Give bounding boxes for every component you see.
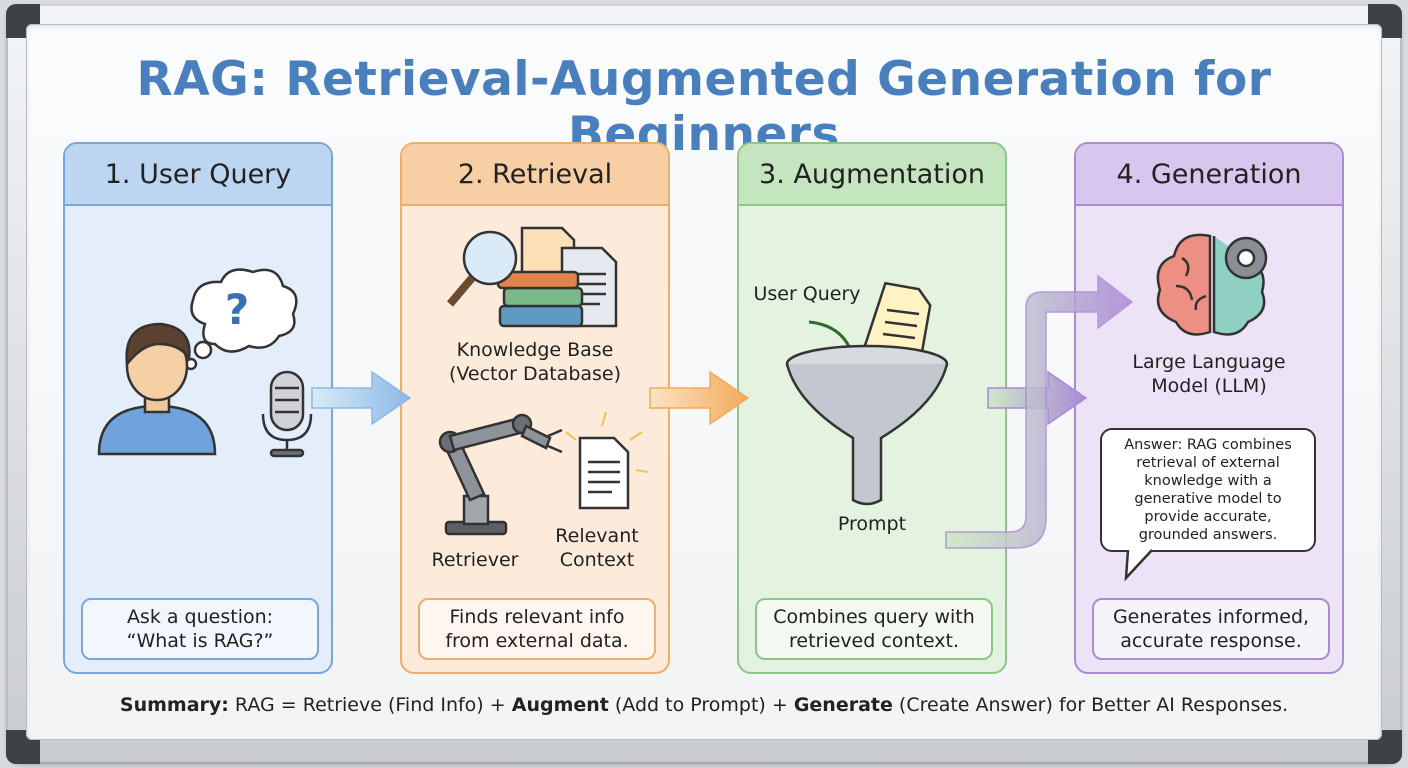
- summary-text: (Add to Prompt) +: [608, 694, 794, 716]
- user-query-label: User Query: [753, 283, 861, 305]
- answer-line: retrieval of external: [1136, 455, 1280, 471]
- answer-line: Answer: RAG combines: [1124, 437, 1292, 453]
- summary-line: Summary: RAG = Retrieve (Find Info) + Au…: [40, 694, 1368, 716]
- description-line: retrieved context.: [789, 630, 959, 652]
- label-line: Knowledge Base: [456, 339, 614, 361]
- label-line: Relevant: [555, 525, 639, 547]
- panel-description: Combines query with retrieved context.: [755, 598, 993, 660]
- panel-description: Ask a question: “What is RAG?”: [81, 598, 319, 660]
- arrow-right-icon: [311, 370, 412, 426]
- summary-generate: Generate: [793, 694, 893, 716]
- description-line: “What is RAG?”: [126, 630, 274, 652]
- thought-cloud-icon: [184, 268, 298, 371]
- answer-line: provide accurate,: [1144, 509, 1272, 525]
- retriever-label: Retriever: [431, 549, 519, 571]
- label-line: Context: [559, 549, 635, 571]
- answer-line: generative model to: [1134, 491, 1282, 507]
- speech-tail-icon: [1124, 549, 1153, 582]
- summary-text: RAG = Retrieve (Find Info) +: [228, 694, 512, 716]
- brain-gear-icon: [1156, 233, 1268, 336]
- panel-generation: 4. Generation Large Language Model (LLM)…: [1074, 142, 1344, 674]
- answer-line: knowledge with a: [1144, 473, 1272, 489]
- arrow-up-right-icon: [945, 274, 1134, 549]
- label-line: (Vector Database): [448, 363, 622, 385]
- summary-text: (Create Answer) for Better AI Responses.: [892, 694, 1289, 716]
- document-icon: [861, 281, 932, 362]
- panel-retrieval: 2. Retrieval Knowledge Base (Vector Data…: [400, 142, 670, 674]
- label-line: Large Language: [1132, 351, 1286, 373]
- label-line: Model (LLM): [1151, 375, 1267, 397]
- arrow-right-icon: [649, 370, 750, 426]
- robotic-arm-icon: [438, 411, 649, 536]
- panel-description: Generates informed, accurate response.: [1092, 598, 1330, 660]
- description-line: Ask a question:: [126, 606, 274, 628]
- knowledge-base-icon: [446, 226, 618, 328]
- panel-user-query: 1. User Query ?: [63, 142, 333, 674]
- panel-heading: 2. Retrieval: [402, 144, 668, 206]
- summary-label: Summary:: [119, 694, 229, 716]
- panel-heading: 3. Augmentation: [739, 144, 1005, 206]
- description-line: Combines query with: [773, 606, 975, 628]
- person-icon: [97, 322, 217, 456]
- knowledge-base-label: Knowledge Base (Vector Database): [402, 338, 668, 386]
- svg-text:?: ?: [225, 285, 249, 334]
- description-line: Finds relevant info: [449, 606, 625, 628]
- panel-heading: 4. Generation: [1076, 144, 1342, 206]
- relevant-context-label: Relevant Context: [542, 524, 652, 572]
- description-line: from external data.: [445, 630, 629, 652]
- microphone-icon: [261, 370, 313, 458]
- prompt-label: Prompt: [837, 513, 907, 535]
- context-document-icon: [565, 411, 649, 510]
- panel-augmentation: 3. Augmentation User Query Prompt Combin…: [737, 142, 1007, 674]
- gear-icon: [1224, 236, 1268, 280]
- answer-line: grounded answers.: [1138, 527, 1278, 543]
- panel-description: Finds relevant info from external data.: [418, 598, 656, 660]
- panel-heading: 1. User Query: [65, 144, 331, 206]
- answer-bubble: Answer: RAG combines retrieval of extern…: [1100, 428, 1316, 552]
- funnel-icon: [785, 281, 949, 506]
- description-line: accurate response.: [1120, 630, 1302, 652]
- user-thinking-icon: ?: [97, 268, 313, 458]
- description-line: Generates informed,: [1112, 606, 1310, 628]
- summary-augment: Augment: [511, 694, 609, 716]
- llm-label: Large Language Model (LLM): [1076, 350, 1342, 398]
